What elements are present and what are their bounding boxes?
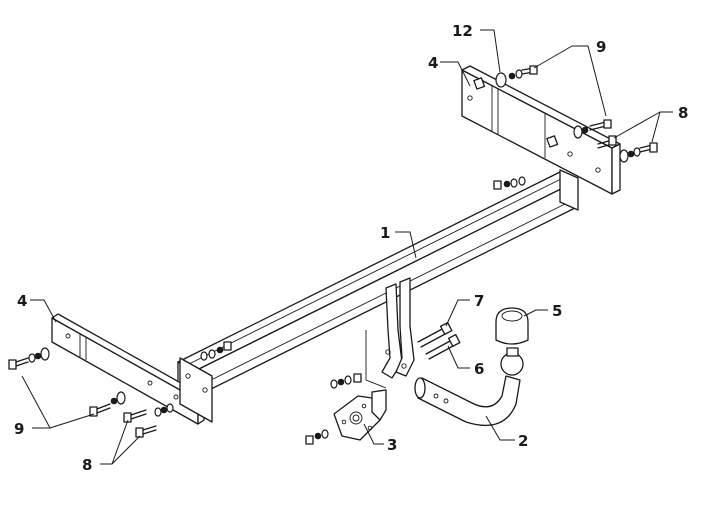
callout-1: 1 [380, 224, 390, 242]
end-plate-left [179, 357, 213, 423]
callout-4-right: 4 [428, 54, 438, 72]
bolts-6-7 [417, 321, 461, 360]
callout-3: 3 [387, 436, 397, 454]
end-plate-right [559, 169, 579, 211]
fasteners-left-9 [8, 347, 126, 417]
callout-9-right: 9 [596, 38, 606, 56]
neck-bracket [365, 277, 415, 389]
callout-4-left: 4 [17, 292, 27, 310]
side-bracket-right [461, 65, 621, 195]
socket-plate [333, 389, 387, 441]
callout-6: 6 [474, 360, 484, 378]
nuts-tube-right [493, 176, 526, 190]
callout-5: 5 [552, 302, 562, 320]
ball-cover [495, 307, 529, 345]
callout-8-right: 8 [678, 104, 688, 122]
callout-12: 12 [452, 22, 473, 40]
towball-neck [414, 347, 524, 426]
fasteners-right-8 [597, 135, 658, 163]
callout-7: 7 [474, 292, 484, 310]
callout-2: 2 [518, 432, 528, 450]
callout-9-left: 9 [14, 420, 24, 438]
nuts-tube-left [200, 341, 232, 361]
fasteners-left-8 [123, 403, 174, 438]
callout-8-left: 8 [82, 456, 92, 474]
leader-lines [21, 29, 673, 465]
fasteners-socket [305, 373, 362, 445]
fasteners-top-right [495, 65, 612, 139]
